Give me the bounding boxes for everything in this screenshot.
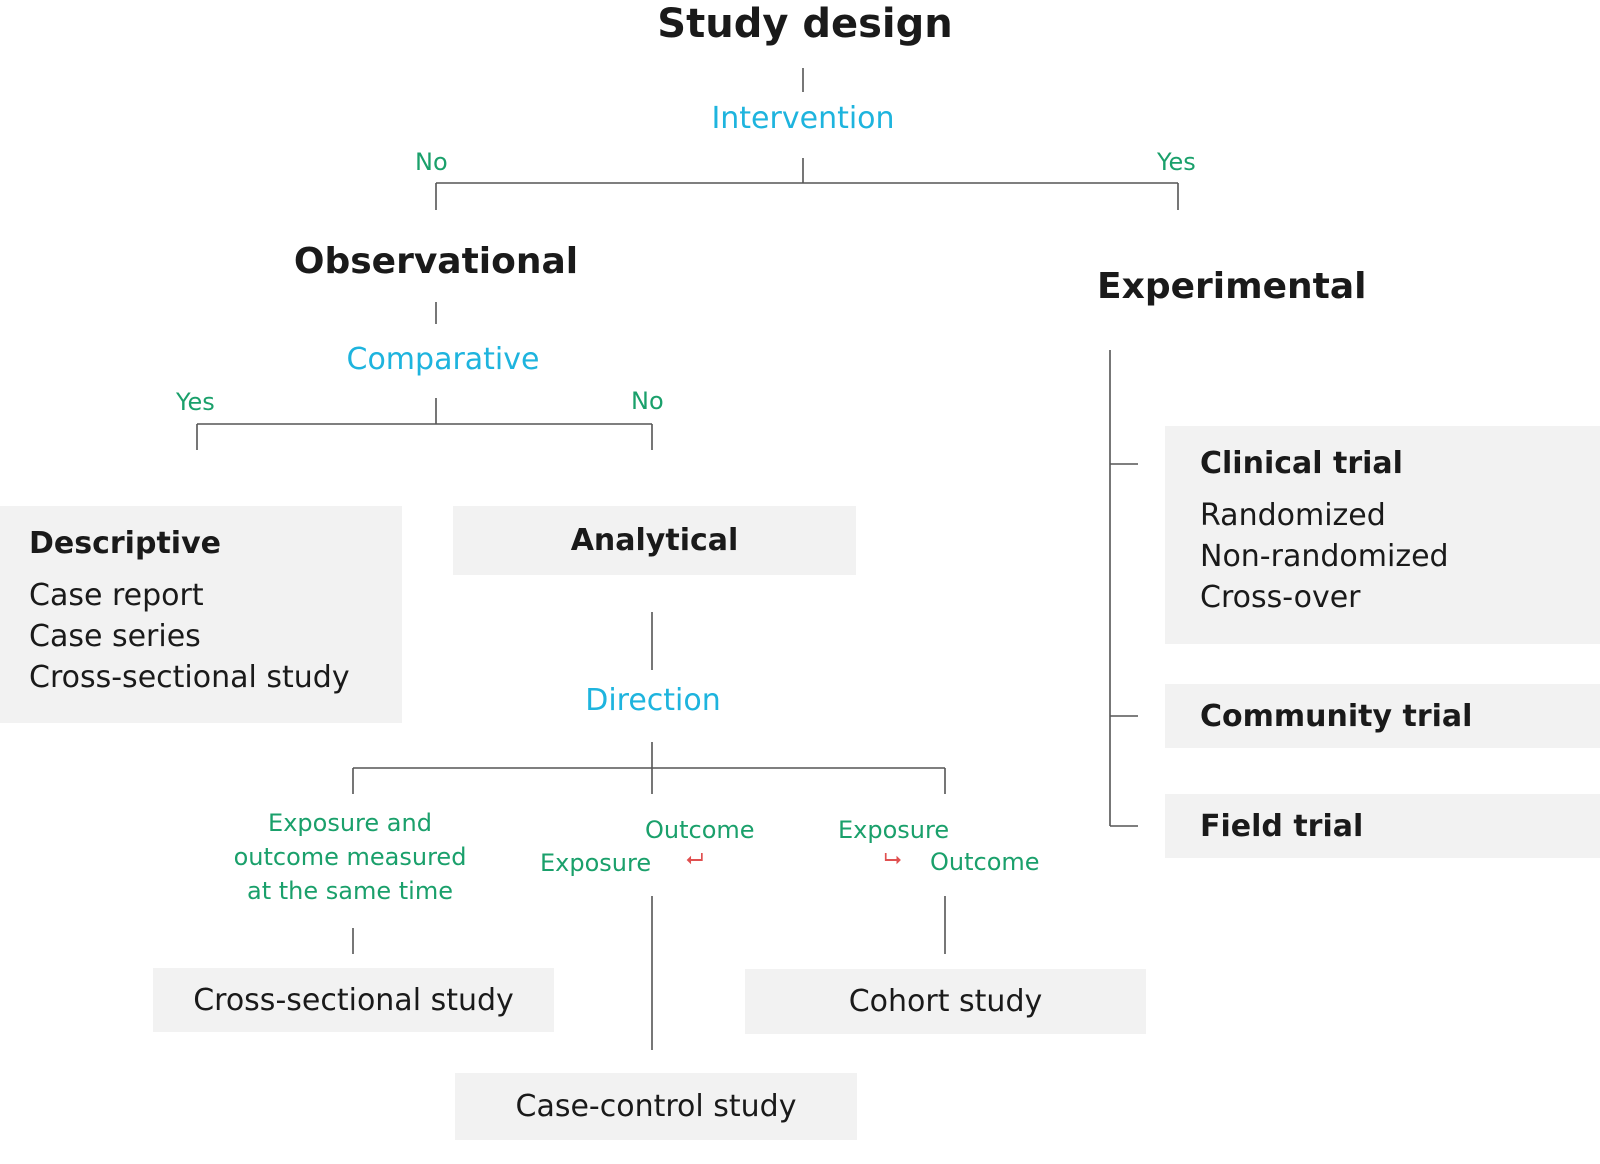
cross-sectional-label: Cross-sectional study <box>193 982 514 1018</box>
page-title: Study design <box>657 1 953 47</box>
intervention-question: Intervention <box>711 101 895 136</box>
experimental-heading: Experimental <box>1097 266 1367 307</box>
backward-arrow-icon: ⮠ <box>686 847 704 872</box>
experimental-bracket <box>1109 350 1138 827</box>
case-control-label: Case-control study <box>515 1089 797 1124</box>
case-control-box: Case-control study <box>455 1073 857 1140</box>
comparative-question: Comparative <box>346 342 540 377</box>
clinical-trial-title: Clinical trial <box>1200 446 1403 481</box>
comparative-answer-no: No <box>631 387 664 415</box>
forward-arrow-icon: ⮡ <box>884 847 902 872</box>
descriptive-item: Case report <box>29 578 204 613</box>
clinical-trial-box: Clinical trial Randomized Non-randomized… <box>1165 426 1600 644</box>
descriptive-item: Case series <box>29 619 201 654</box>
intervention-answer-no: No <box>415 148 448 176</box>
cohort-box: Cohort study <box>745 969 1146 1034</box>
analytical-box: Analytical <box>453 506 856 575</box>
descriptive-box: Descriptive Case report Case series Cros… <box>0 506 402 723</box>
clinical-trial-item: Randomized <box>1200 498 1386 533</box>
intervention-answer-yes: Yes <box>1157 148 1196 176</box>
descriptive-item: Cross-sectional study <box>29 660 350 695</box>
same-time-label-line: outcome measured <box>233 843 467 871</box>
same-time-label: Exposure and outcome measured at the sam… <box>150 806 550 908</box>
forward-outcome-label: Outcome <box>930 848 1040 876</box>
comparative-answer-yes: Yes <box>176 388 215 416</box>
clinical-trial-item: Cross-over <box>1200 580 1361 615</box>
same-time-label-line: Exposure and <box>268 809 432 837</box>
cross-sectional-box: Cross-sectional study <box>153 968 554 1032</box>
direction-branch <box>352 742 946 794</box>
backward-exposure-label: Exposure <box>540 849 652 877</box>
forward-exposure-label: Exposure <box>838 816 950 844</box>
root-branch <box>435 158 1179 210</box>
backward-outcome-label: Outcome <box>645 816 755 844</box>
same-time-label-line: at the same time <box>247 877 453 905</box>
community-trial-box: Community trial <box>1165 684 1600 748</box>
analytical-title: Analytical <box>570 523 739 558</box>
cohort-label: Cohort study <box>848 984 1043 1019</box>
direction-question: Direction <box>585 683 721 718</box>
descriptive-title: Descriptive <box>29 526 221 561</box>
field-trial-box: Field trial <box>1165 794 1600 858</box>
comparative-branch <box>196 398 653 450</box>
observational-heading: Observational <box>293 241 579 282</box>
community-trial-title: Community trial <box>1200 698 1473 734</box>
clinical-trial-item: Non-randomized <box>1200 539 1449 574</box>
field-trial-title: Field trial <box>1200 808 1364 844</box>
